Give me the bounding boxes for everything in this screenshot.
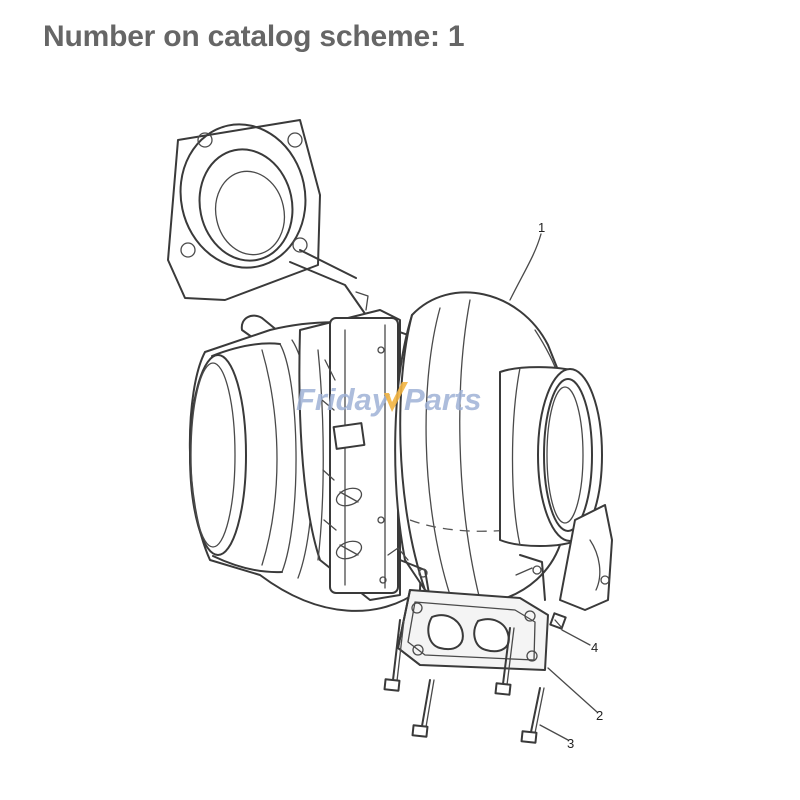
- outlet-elbow: [167, 119, 369, 351]
- callout-3: 3: [567, 736, 574, 751]
- callout-1: 1: [538, 220, 545, 235]
- watermark-text-part1: Friday: [296, 382, 391, 417]
- bolt: [494, 627, 515, 696]
- watermark-text-part2: Parts: [404, 382, 482, 417]
- callout-4: 4: [591, 640, 598, 655]
- leader-lines: [509, 233, 598, 741]
- bolt: [520, 687, 545, 744]
- page-title: Number on catalog scheme: 1: [43, 20, 465, 53]
- compressor-housing: [394, 291, 613, 611]
- bolt-set: [383, 612, 567, 744]
- bolt: [411, 679, 435, 738]
- outlet-flange-studs: [387, 547, 546, 601]
- watermark-check-icon: [384, 382, 408, 412]
- gasket: [397, 589, 549, 671]
- center-housing: [298, 309, 401, 601]
- callout-2: 2: [596, 708, 603, 723]
- nut: [549, 612, 567, 630]
- watermark-logo: Friday Parts: [296, 382, 482, 417]
- bolt: [383, 619, 405, 692]
